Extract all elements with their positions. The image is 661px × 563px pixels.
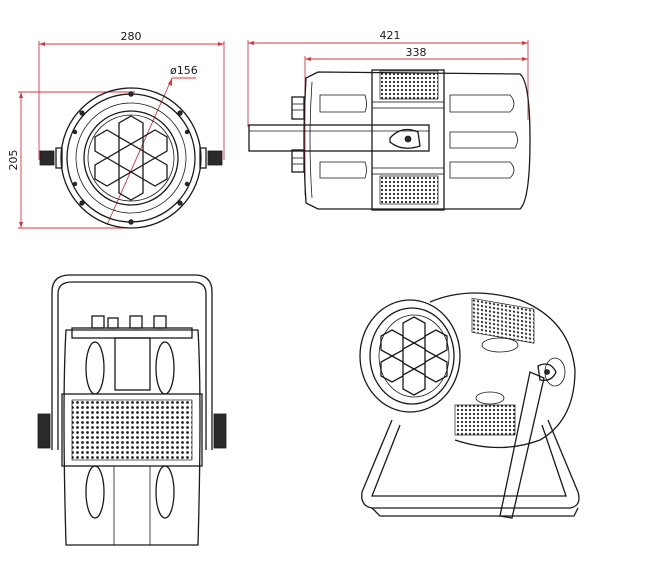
side-body-dimension: 338: [304, 46, 528, 195]
rear-view: [37, 274, 227, 546]
perspective-lens-cluster: [380, 316, 448, 396]
side-view: 421 338: [247, 29, 531, 211]
side-total-label: 421: [380, 29, 401, 42]
lens-diameter-dimension: ø156: [106, 64, 198, 226]
side-total-dimension: 421: [247, 29, 529, 127]
perspective-view: [359, 292, 580, 519]
front-height-label: 205: [7, 150, 20, 171]
lens-diameter-label: ø156: [170, 64, 198, 77]
front-width-dimension: 280: [38, 30, 225, 160]
front-width-label: 280: [121, 30, 142, 43]
front-view: 280 205 ø156: [7, 30, 225, 229]
side-body-label: 338: [406, 46, 427, 59]
front-height-dimension: 205: [7, 91, 135, 229]
front-lens-cluster: [94, 115, 168, 201]
